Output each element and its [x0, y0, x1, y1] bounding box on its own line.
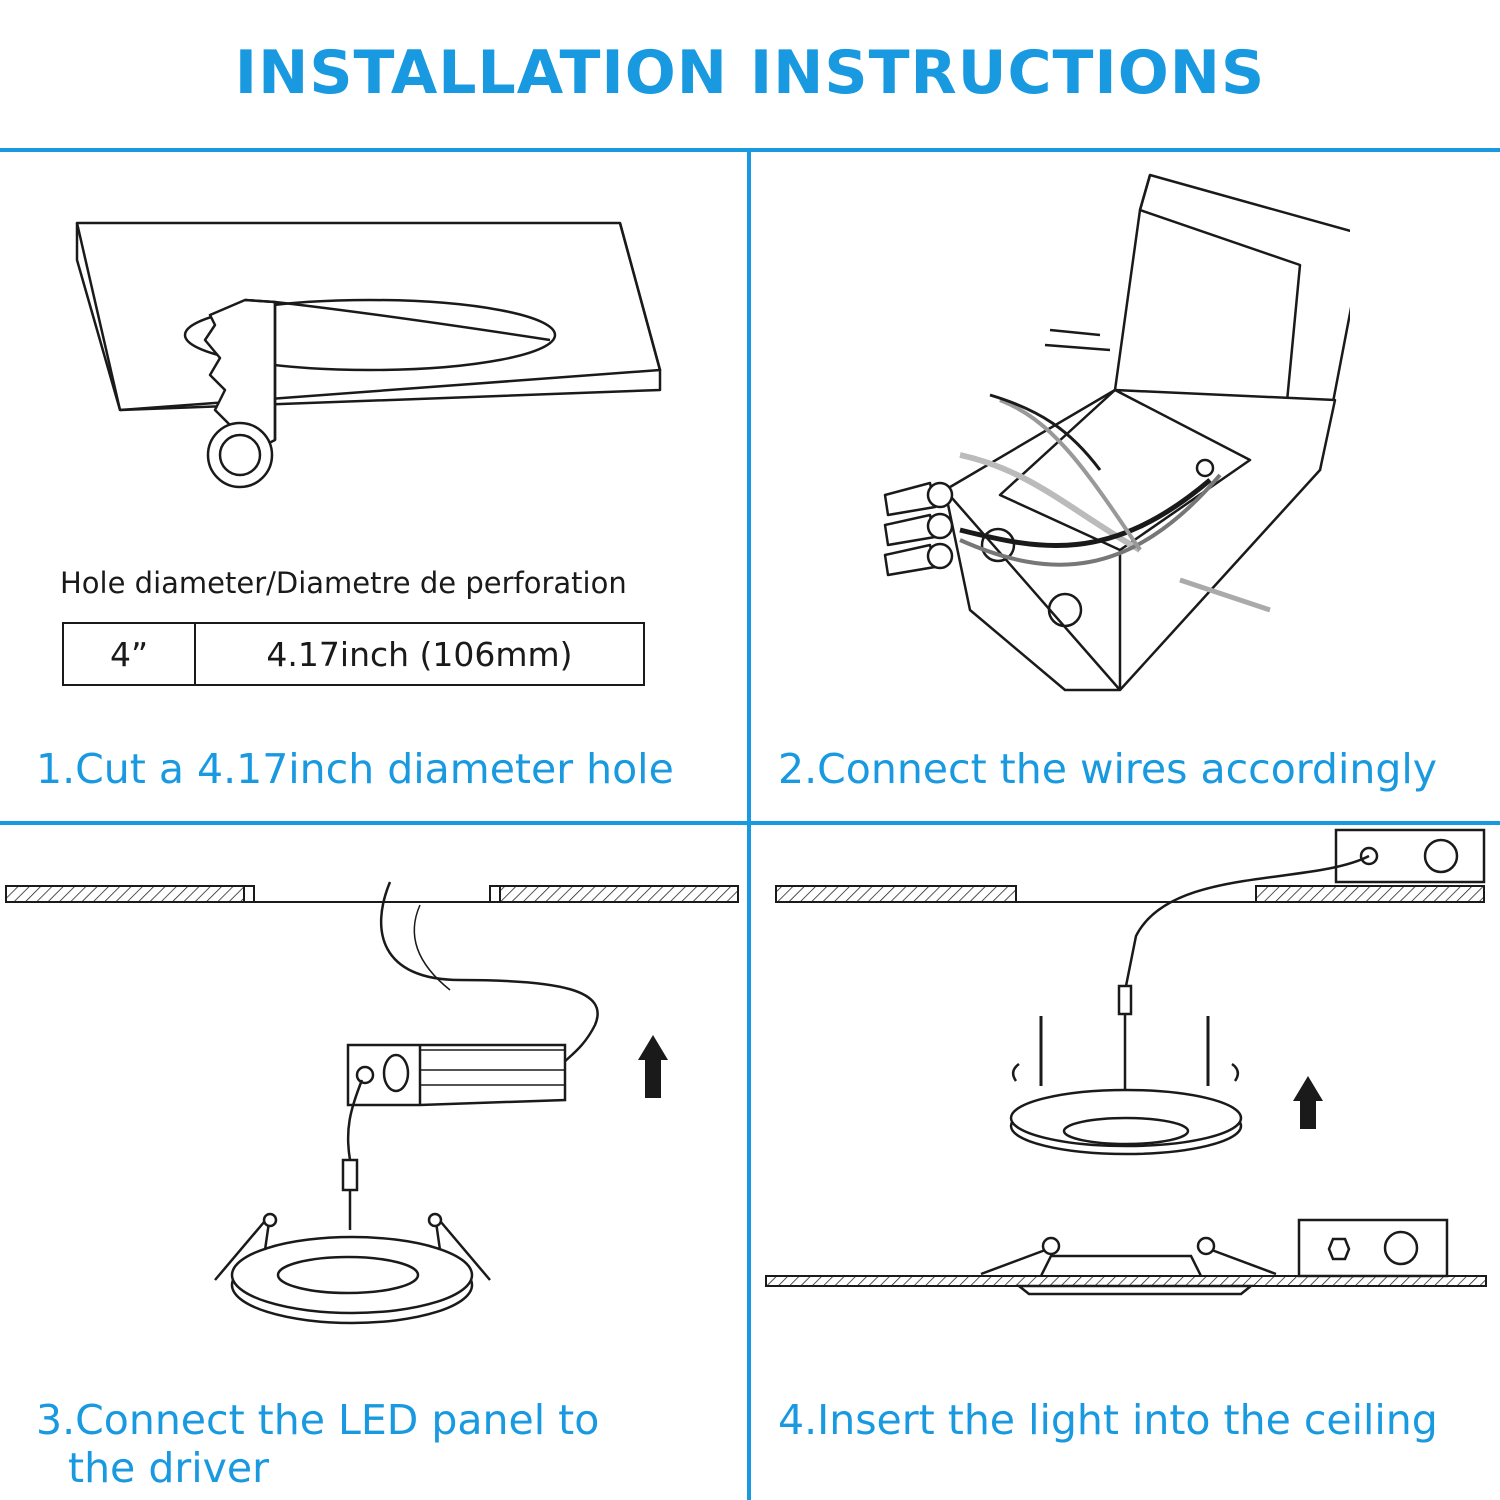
hole-saw-arbor-outer: [206, 421, 274, 489]
hole-diameter-label: Hole diameter/Diametre de perforation: [60, 566, 627, 600]
driver-box: [346, 1043, 567, 1107]
fixture-size-cell: 4”: [62, 622, 196, 686]
ceiling-board: [75, 221, 662, 412]
insert-light-illustration: [765, 828, 1487, 1296]
connect-driver-illustration: [5, 881, 739, 1325]
wire-grey: [959, 473, 1222, 567]
step-2-label: 2.Connect the wires accordingly: [778, 745, 1438, 793]
up-arrow-icon: [638, 1035, 668, 1098]
step-4-label: 4.Insert the light into the ceiling: [778, 1396, 1438, 1444]
driver-box-top: [1334, 828, 1486, 884]
step-1-label: 1.Cut a 4.17inch diameter hole: [36, 745, 674, 793]
knockout-2: [980, 527, 1016, 563]
led-panel: [214, 1212, 491, 1325]
knockout-1: [1047, 592, 1083, 628]
middle-divider: [0, 821, 1500, 825]
led-panel-installed: [1015, 1284, 1255, 1296]
vertical-divider: [747, 150, 751, 1500]
box-body: [943, 388, 1337, 692]
step-3-label-line2: the driver: [68, 1444, 269, 1492]
junction-box-illustration: [883, 173, 1350, 692]
ceiling-installed: [765, 1275, 1487, 1287]
page-title: INSTALLATION INSTRUCTIONS: [234, 38, 1266, 108]
step-3-label-line1: 3.Connect the LED panel to: [36, 1396, 600, 1444]
panel-cable: [346, 1079, 364, 1230]
ceiling-right: [1255, 885, 1485, 903]
hole-diameter-cell: 4.17inch (106mm): [194, 622, 645, 686]
ceiling-right: [499, 885, 739, 903]
wire-nut-1: [883, 481, 954, 517]
wire-nut-3: [883, 542, 954, 577]
cable-connector: [341, 1158, 359, 1192]
wire-black: [959, 478, 1212, 549]
ceiling-left: [775, 885, 1017, 903]
up-arrow-icon: [1293, 1076, 1323, 1129]
wire-nut-2: [883, 512, 954, 547]
hole-saw-arbor-inner: [218, 433, 262, 477]
hole-outline: [183, 298, 557, 372]
ceiling-left: [5, 885, 245, 903]
cut-hole-illustration: [75, 221, 662, 489]
driver-box-installed: [1297, 1218, 1449, 1278]
hole-spec-table: 4” 4.17inch (106mm): [62, 622, 645, 686]
power-cable: [379, 881, 599, 1071]
